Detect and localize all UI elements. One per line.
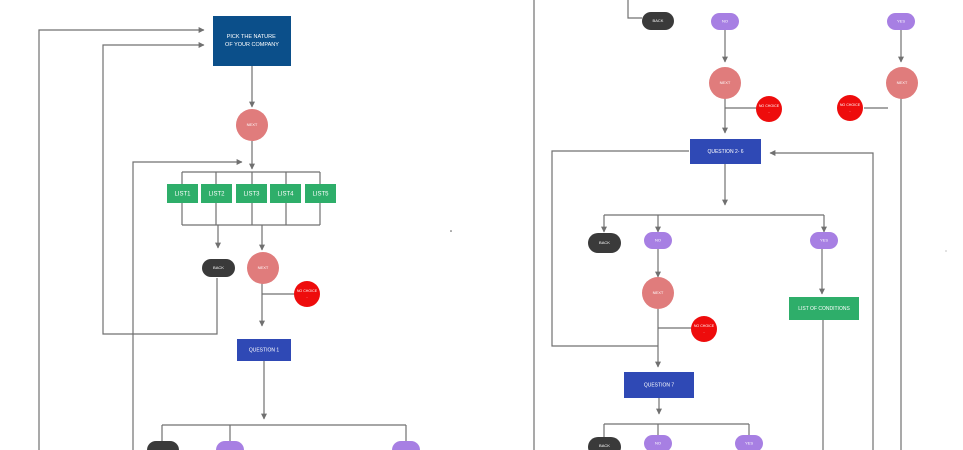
- svg-text:...: ...: [849, 109, 852, 113]
- next-node-top-right[interactable]: NEXT: [886, 67, 918, 99]
- yes-pill-mid[interactable]: YES: [810, 232, 838, 249]
- connector: [132, 159, 243, 450]
- svg-text:LIST3: LIST3: [243, 192, 260, 198]
- question-2-6-box[interactable]: QUESTION 2- 6: [690, 139, 761, 164]
- back-pill-partial[interactable]: [147, 441, 179, 450]
- next-node-2[interactable]: NEXT: [247, 252, 279, 284]
- start-box-line-2: OF YOUR COMPANY: [225, 42, 279, 48]
- svg-text:NEXT: NEXT: [258, 265, 269, 270]
- start-box[interactable]: PICK THE NATURE OF YOUR COMPANY: [213, 16, 291, 66]
- no-choice-node-2[interactable]: NO CHOICE ...: [837, 95, 863, 121]
- svg-text:YES: YES: [897, 19, 905, 24]
- list-box-2[interactable]: LIST2: [201, 184, 232, 203]
- list-box-5[interactable]: LIST5: [305, 184, 336, 203]
- next-node-top-left[interactable]: NEXT: [709, 67, 741, 99]
- svg-text:NO: NO: [722, 19, 728, 24]
- svg-text:QUESTION 7: QUESTION 7: [644, 382, 675, 388]
- svg-text:NO: NO: [655, 441, 661, 446]
- svg-text:YES: YES: [745, 441, 753, 446]
- question-7-box[interactable]: QUESTION 7: [624, 372, 694, 398]
- list-box-3[interactable]: LIST3: [236, 184, 267, 203]
- svg-text:LIST1: LIST1: [174, 192, 191, 198]
- svg-text:BACK: BACK: [599, 443, 610, 448]
- next-label: NEXT: [247, 122, 258, 127]
- svg-text:QUESTION 1: QUESTION 1: [249, 347, 280, 353]
- no-pill-bottom[interactable]: NO: [644, 435, 672, 450]
- yes-pill-top[interactable]: YES: [887, 13, 915, 30]
- right-connectors: [533, 0, 904, 450]
- svg-text:BACK: BACK: [213, 265, 224, 270]
- connector: [769, 150, 874, 450]
- svg-text:LIST4: LIST4: [277, 192, 294, 198]
- yes-pill-partial[interactable]: [392, 441, 420, 450]
- svg-text:NO CHOICE: NO CHOICE: [840, 103, 861, 107]
- connector: [38, 27, 205, 450]
- next-node-mid[interactable]: NEXT: [642, 277, 674, 309]
- svg-text:...: ...: [703, 330, 706, 334]
- svg-text:...: ...: [306, 295, 309, 299]
- svg-text:LIST OF CONDITIONS: LIST OF CONDITIONS: [798, 306, 850, 312]
- svg-text:LIST2: LIST2: [208, 192, 225, 198]
- svg-text:NEXT: NEXT: [897, 80, 908, 85]
- no-pill-top[interactable]: NO: [711, 13, 739, 30]
- list-boxes: LIST1 LIST2 LIST3 LIST4 LIST5: [167, 184, 336, 203]
- svg-text:NO: NO: [655, 238, 661, 243]
- connector: [627, 0, 642, 19]
- question-1-box[interactable]: QUESTION 1: [237, 339, 291, 361]
- svg-text:NEXT: NEXT: [653, 290, 664, 295]
- svg-text:BACK: BACK: [599, 240, 610, 245]
- svg-text:NO CHOICE: NO CHOICE: [694, 324, 715, 328]
- no-choice-node-left[interactable]: NO CHOICE ...: [294, 281, 320, 307]
- list-of-conditions-box[interactable]: LIST OF CONDITIONS: [789, 297, 859, 320]
- stray-dot: [450, 230, 452, 232]
- connector: [551, 150, 689, 347]
- svg-text:QUESTION 2- 6: QUESTION 2- 6: [707, 149, 743, 155]
- list-box-4[interactable]: LIST4: [270, 184, 301, 203]
- svg-text:NO CHOICE: NO CHOICE: [759, 104, 780, 108]
- svg-text:...: ...: [768, 110, 771, 114]
- list-box-1[interactable]: LIST1: [167, 184, 198, 203]
- svg-text:YES: YES: [820, 238, 828, 243]
- next-node-1[interactable]: NEXT: [236, 109, 268, 141]
- back-pill-bottom[interactable]: BACK: [588, 437, 621, 450]
- no-choice-node-1[interactable]: NO CHOICE ...: [756, 96, 782, 122]
- bottom-left-nodes: [147, 441, 420, 450]
- connector: [102, 42, 218, 335]
- left-connectors: [38, 27, 407, 450]
- start-box-line-1: PICK THE NATURE: [227, 34, 276, 40]
- svg-text:NO CHOICE: NO CHOICE: [297, 289, 318, 293]
- yes-pill-bottom[interactable]: YES: [735, 435, 763, 450]
- stray-dot: [945, 250, 947, 252]
- no-choice-node-3[interactable]: NO CHOICE ...: [691, 316, 717, 342]
- no-pill-mid[interactable]: NO: [644, 232, 672, 249]
- svg-text:PICK THE NATURE OF YOUR: PICK THE NATURE OF YOUR COMPANY: [225, 34, 279, 48]
- no-pill-partial[interactable]: [216, 441, 244, 450]
- svg-text:NEXT: NEXT: [720, 80, 731, 85]
- back-pill-top[interactable]: BACK: [642, 12, 674, 30]
- svg-text:LIST5: LIST5: [312, 192, 329, 198]
- back-pill-left[interactable]: BACK: [202, 259, 235, 277]
- back-pill-mid[interactable]: BACK: [588, 233, 621, 253]
- svg-text:BACK: BACK: [653, 18, 664, 23]
